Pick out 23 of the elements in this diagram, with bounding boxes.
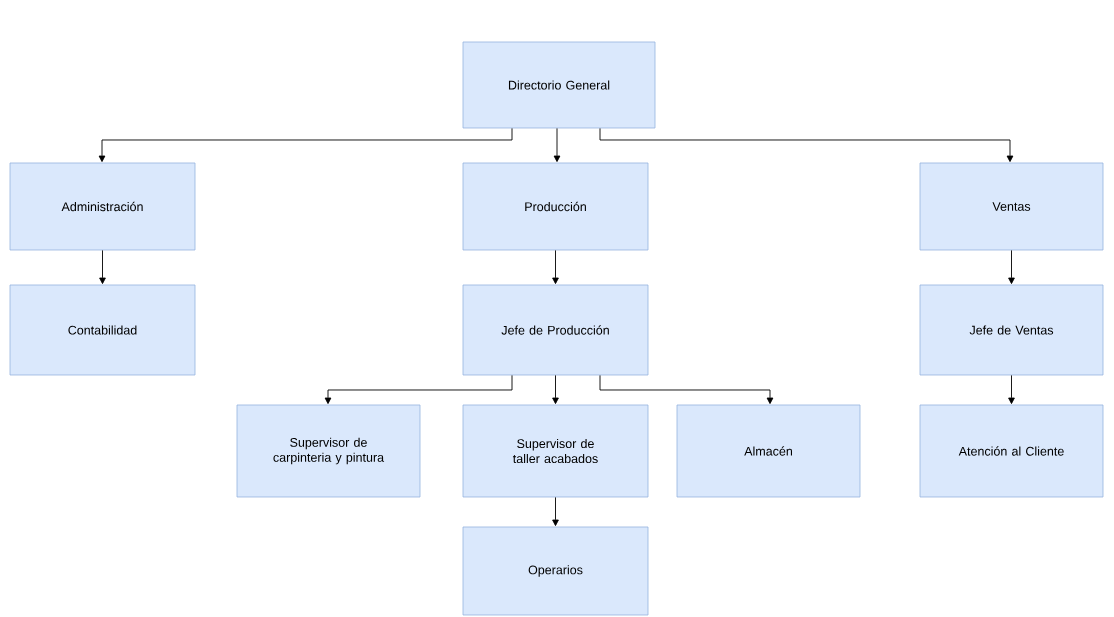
org-box: Administración <box>9 162 196 251</box>
arrow <box>599 374 774 405</box>
arrow <box>552 374 559 405</box>
org-box: Supervisor de taller acabados <box>462 404 649 498</box>
arrow <box>324 374 513 405</box>
arrow <box>553 127 561 163</box>
org-box: Producción <box>462 162 649 251</box>
arrow <box>1008 249 1015 285</box>
arrow <box>599 127 1014 163</box>
arrow <box>552 249 559 285</box>
org-box: Directorio General <box>462 41 656 129</box>
org-box: Jefe de Producción <box>462 284 649 376</box>
org-box: Operarios <box>462 526 649 616</box>
org-box: Atención al Cliente <box>919 404 1104 498</box>
org-box: Contabilidad <box>9 284 196 376</box>
arrow <box>552 496 559 527</box>
arrow <box>1008 374 1015 405</box>
org-box: Supervisor de carpinteria y pintura <box>236 404 421 498</box>
arrow <box>98 127 513 163</box>
org-box: Jefe de Ventas <box>919 284 1104 376</box>
org-box: Ventas <box>919 162 1104 251</box>
arrow <box>99 249 106 285</box>
org-box: Almacén <box>676 404 861 498</box>
